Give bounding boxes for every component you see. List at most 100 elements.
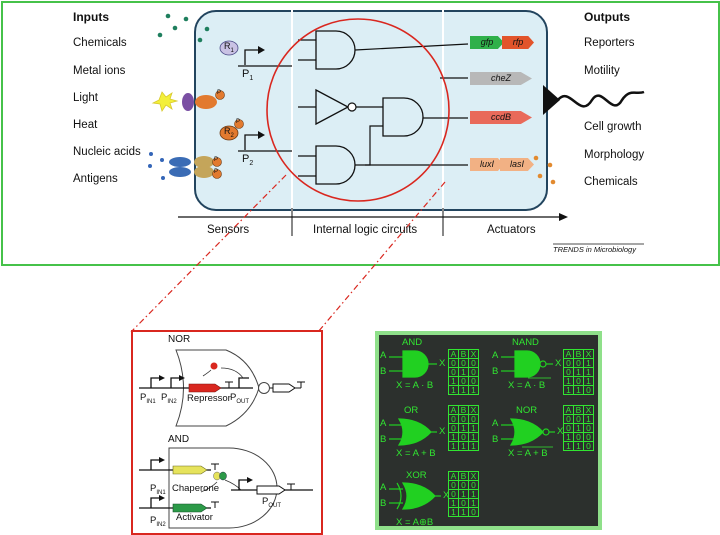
phospho-circle-r2 xyxy=(234,119,244,129)
xor-pin-b: B xyxy=(380,498,387,509)
xor-gate-symbol xyxy=(401,482,436,510)
input-nucleic-acids: Nucleic acids xyxy=(73,146,141,158)
receptor-r2 xyxy=(219,125,239,141)
nor-gate-symbol xyxy=(509,418,544,446)
input-antigens: Antigens xyxy=(73,173,118,185)
logic-gate-symbols xyxy=(389,350,555,510)
antigen-kinase xyxy=(194,166,214,178)
nand-pin-a: A xyxy=(492,350,499,361)
and-pin-x: X xyxy=(439,358,446,369)
activator-label: Activator xyxy=(176,512,213,523)
nor-pin1-label: PIN1 xyxy=(140,392,156,405)
repressor-label: Repressor xyxy=(187,393,231,404)
or-expression: X = A + B xyxy=(396,448,436,459)
not-gate xyxy=(315,88,350,126)
r2-label: R2 xyxy=(224,126,234,139)
phospho-label-antigen: P xyxy=(214,169,219,175)
p2-label: P2 xyxy=(242,153,254,168)
light-burst xyxy=(151,91,179,112)
nor-pin-x: X xyxy=(557,426,564,437)
nor-and-drawing xyxy=(139,349,313,529)
and-gate-bottom xyxy=(315,145,356,185)
r1-label: R1 xyxy=(224,41,234,54)
phospho-circle-light xyxy=(215,90,225,100)
xor-expression: X = A⊕B xyxy=(396,517,434,528)
input-heat: Heat xyxy=(73,119,98,131)
gene-luxi: luxI xyxy=(470,158,504,171)
stage-sensors: Sensors xyxy=(207,224,250,236)
output-reporters: Reporters xyxy=(584,37,635,49)
antigen-input-dots xyxy=(148,152,165,180)
nucleic-kinase xyxy=(194,156,214,168)
nor-gate-name: NOR xyxy=(516,405,538,416)
inputs-header: Inputs xyxy=(73,10,109,24)
and-gate-right xyxy=(382,97,424,137)
nand-pin-x: X xyxy=(555,358,562,369)
chemical-input-dots xyxy=(157,13,210,43)
figure-credit: TRENDS in Microbiology xyxy=(553,245,636,254)
nucleic-acid-receptor xyxy=(169,157,191,167)
or-pin-x: X xyxy=(439,426,446,437)
phospho-label-light: P xyxy=(217,90,222,96)
phospho-label-r2: P xyxy=(236,119,241,125)
and-pin2-label: PIN2 xyxy=(150,515,166,528)
gene-ccdb: ccdB xyxy=(470,111,532,124)
and-gate-symbol xyxy=(402,350,429,378)
nor-pout-label: POUT xyxy=(230,392,250,405)
input-light: Light xyxy=(73,92,98,104)
promoter-p1-arrow xyxy=(244,49,260,65)
and-pout-label: POUT xyxy=(262,496,282,509)
and-label: AND xyxy=(168,434,190,445)
zoom-line-right xyxy=(317,181,446,333)
or-pin-a: A xyxy=(380,418,387,429)
output-cell-growth: Cell growth xyxy=(584,121,642,133)
flagellum xyxy=(557,90,645,108)
or-pin-b: B xyxy=(380,434,387,445)
and-pin-b: B xyxy=(380,366,387,377)
stage-arrow-head xyxy=(559,213,568,221)
p1-label: P1 xyxy=(242,68,254,83)
output-chemical-dots xyxy=(533,155,556,185)
and-gate-name: AND xyxy=(402,337,423,348)
antigen-receptor xyxy=(169,167,191,177)
nor-pin-b: B xyxy=(492,434,499,445)
gene-rfp: rfp xyxy=(502,36,534,49)
input-metal-ions: Metal ions xyxy=(73,65,126,77)
stage-actuators: Actuators xyxy=(487,224,536,236)
nor-expression: X = A + B xyxy=(508,448,548,459)
output-chemicals: Chemicals xyxy=(584,176,638,188)
nor-pin2-label: PIN2 xyxy=(161,392,177,405)
xor-pin-x: X xyxy=(443,490,450,501)
and-expression: X = A · B xyxy=(396,380,434,391)
stage-logic-circuits: Internal logic circuits xyxy=(313,224,418,236)
chaperone-label: Chaperone xyxy=(172,483,220,494)
outputs-header: Outputs xyxy=(584,10,630,24)
nand-gate-name: NAND xyxy=(512,337,539,348)
light-kinase xyxy=(195,95,217,109)
and-gate-top xyxy=(315,30,356,70)
gene-lasi: lasI xyxy=(500,158,534,171)
or-gate-name: OR xyxy=(404,405,419,416)
flagellum-motor xyxy=(543,85,560,115)
nor-pin-a: A xyxy=(492,418,499,429)
and-pin-a: A xyxy=(380,350,387,361)
zoom-line-left xyxy=(130,174,287,333)
light-receptor xyxy=(182,93,194,111)
zoom-circle xyxy=(266,18,450,202)
receptor-r1 xyxy=(219,40,239,56)
promoter-p2-arrow xyxy=(244,134,260,150)
phospho-label-nucleic: P xyxy=(214,157,219,163)
gene-gfp: gfp xyxy=(470,36,504,49)
nand-pin-b: B xyxy=(492,366,499,377)
xor-gate-name: XOR xyxy=(406,470,427,481)
nand-gate-symbol xyxy=(514,350,541,378)
nand-expression: X = A · B xyxy=(508,380,546,391)
xor-pin-a: A xyxy=(380,482,387,493)
nor-label: NOR xyxy=(168,334,191,345)
